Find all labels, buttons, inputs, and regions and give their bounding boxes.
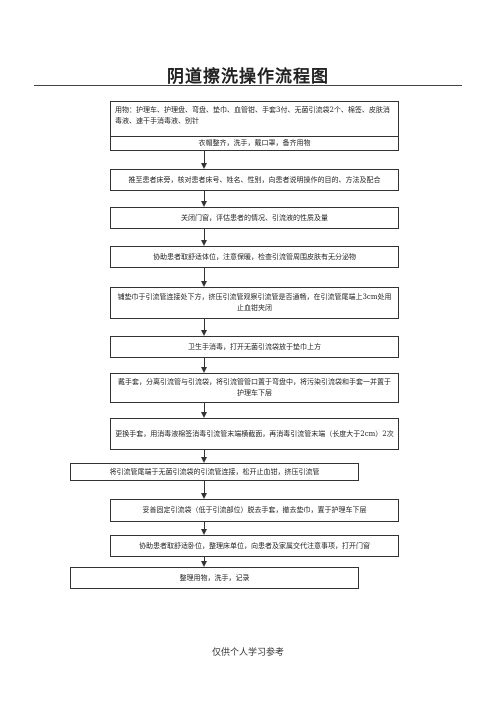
connector-4-5	[204, 229, 205, 240]
step-10-text: 将引流管尾端于无菌引流袋的引流管连接，松开止血钳，挤压引流管	[109, 467, 320, 476]
step-6-box: 铺垫巾于引流管连接处下方，挤压引流管观察引流管是否通畅，在引流管尾端上3cm处用…	[110, 287, 399, 319]
step-13-box: 整理用物，洗手，记录	[70, 567, 359, 589]
step-1-box: 用物：护理车、护理盘、弯盘、垫巾、血管钳、手套3付、无菌引流袋2个、棉签、皮肤消…	[110, 101, 399, 139]
step-2-text: 衣帽整齐，洗手，戴口罩，备齐用物	[198, 139, 311, 147]
connector-2-3	[204, 151, 205, 163]
step-3-box: 推至患者床旁，核对患者床号、姓名、性别，向患者说明操作的目的、方法及配合	[110, 169, 399, 191]
step-12-text: 协助患者取舒适卧位，整理床单位，向患者及家属交代注意事项，打开门窗	[139, 541, 370, 550]
connector-7-8	[204, 358, 205, 367]
arrow-7-8	[201, 367, 207, 373]
step-3-text: 推至患者床旁，核对患者床号、姓名、性别，向患者说明操作的目的、方法及配合	[128, 175, 381, 184]
step-8-box: 戴手套，分离引流管与引流袋，将引流管管口置于弯盘中，将污染引流袋和手套一并置于护…	[110, 373, 399, 403]
arrow-6-7	[201, 330, 207, 336]
arrow-8-9	[201, 412, 207, 418]
arrow-4-5	[201, 240, 207, 246]
title-divider	[34, 85, 462, 86]
step-7-box: 卫生手消毒，打开无菌引流袋放于垫巾上方	[110, 336, 399, 358]
connector-8-9	[204, 403, 205, 412]
step-9-text: 更换手套，用消毒液棉签消毒引流管末端横截面，再消毒引流管末端（长度大于2cm）2…	[115, 429, 394, 438]
connector-10-11	[204, 481, 205, 493]
step-4-box: 关闭门窗，评估患者的情况、引流液的性质及量	[110, 207, 399, 229]
step-9-box: 更换手套，用消毒液棉签消毒引流管末端横截面，再消毒引流管末端（长度大于2cm）2…	[110, 418, 399, 450]
step-6-text: 铺垫巾于引流管连接处下方，挤压引流管观察引流管是否通畅，在引流管尾端上3cm处用…	[117, 293, 392, 312]
step-2-box: 衣帽整齐，洗手，戴口罩，备齐用物	[110, 136, 399, 151]
page-title: 阴道擦洗操作流程图	[167, 67, 329, 87]
step-10-box: 将引流管尾端于无菌引流袋的引流管连接，松开止血钳，挤压引流管	[70, 463, 359, 481]
step-8-text: 戴手套，分离引流管与引流袋，将引流管管口置于弯盘中，将污染引流袋和手套一并置于护…	[118, 378, 391, 397]
arrow-11-12	[201, 529, 207, 535]
connector-12-13	[204, 557, 205, 561]
arrow-5-6	[201, 281, 207, 287]
step-4-text: 关闭门窗，评估患者的情况、引流液的性质及量	[181, 213, 328, 222]
footer-note: 仅供个人学习参考	[211, 648, 284, 658]
step-1-text: 用物：护理车、护理盘、弯盘、垫巾、血管钳、手套3付、无菌引流袋2个、棉签、皮肤消…	[115, 106, 390, 125]
connector-5-6	[204, 268, 205, 281]
connector-11-12	[204, 522, 205, 529]
arrow-9-10	[201, 457, 207, 463]
connector-3-4	[204, 191, 205, 201]
step-12-box: 协助患者取舒适卧位，整理床单位，向患者及家属交代注意事项，打开门窗	[110, 535, 399, 557]
arrow-2-3	[201, 163, 207, 169]
arrow-12-13	[201, 561, 207, 567]
connector-6-7	[204, 319, 205, 330]
step-7-text: 卫生手消毒，打开无菌引流袋放于垫巾上方	[188, 342, 321, 351]
step-5-text: 协助患者取舒适体位，注意保暖，检查引流管周围皮肤有无分泌物	[153, 252, 356, 261]
step-13-text: 整理用物，洗手，记录	[179, 573, 250, 582]
connector-9-10	[204, 450, 205, 457]
arrow-10-11	[201, 493, 207, 499]
step-5-box: 协助患者取舒适体位，注意保暖，检查引流管周围皮肤有无分泌物	[110, 246, 399, 268]
step-11-text: 妥善固定引流袋（低于引流部位）脱去手套，撤去垫巾，置于护理车下层	[142, 506, 367, 514]
step-11-box: 妥善固定引流袋（低于引流部位）脱去手套，撤去垫巾，置于护理车下层	[110, 499, 399, 522]
arrow-3-4	[201, 201, 207, 207]
